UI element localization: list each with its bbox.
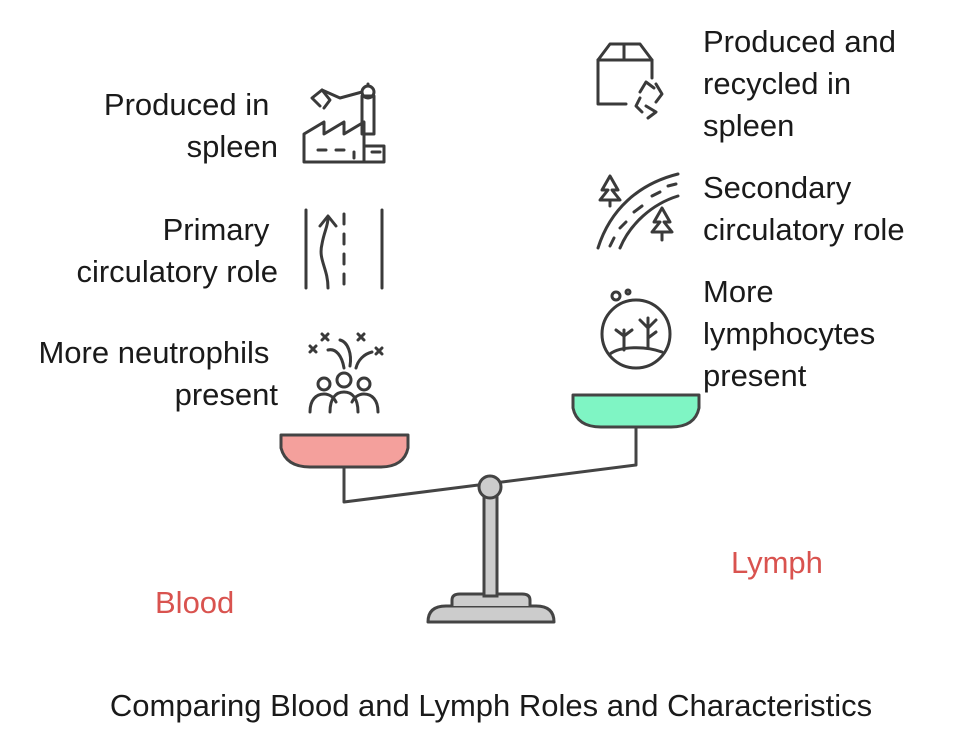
- blood-item-3-line-2: present: [175, 377, 279, 412]
- blood-item-1-line-2: spleen: [187, 129, 278, 164]
- svg-text:Secondary circulatory ro: Secondary circulatory role: [703, 170, 905, 247]
- people-group-icon: [308, 332, 384, 414]
- lymph-item-2-line-1: Secondary: [703, 170, 852, 205]
- blood-item-2-line-2: circulatory role: [76, 254, 278, 289]
- lymph-item-3-line-3: present: [703, 358, 807, 393]
- recycle-box-icon: [596, 42, 664, 120]
- winding-road-icon: [596, 172, 680, 250]
- blood-item-1-line-1: Produced in: [104, 87, 269, 122]
- lymph-item-2-line-2: circulatory role: [703, 212, 905, 247]
- blood-label: Blood: [155, 585, 234, 620]
- blood-item-neutrophils: More neutrophils present: [38, 332, 384, 414]
- cell-icon: [600, 288, 672, 370]
- svg-text:Produced in spleen: Produced in spleen: [104, 87, 278, 164]
- blood-item-3-line-1: More neutrophils: [38, 335, 269, 370]
- svg-text:More neutrophils present: More neutrophils present: [38, 335, 278, 412]
- scale-base: [426, 604, 556, 624]
- svg-text:Primary circulatory role: Primary circulatory role: [76, 212, 278, 289]
- lymph-pan: [571, 393, 701, 429]
- lymph-item-3-line-2: lymphocytes: [703, 316, 875, 351]
- factory-icon: [302, 82, 386, 164]
- lymph-item-spleen: Produced and recycled in spleen: [596, 24, 905, 143]
- scale-pivot: [477, 474, 503, 500]
- blood-item-spleen: Produced in spleen: [104, 82, 386, 164]
- lymph-item-lymphocytes: More lymphocytes present: [600, 274, 884, 393]
- blood-item-circulatory: Primary circulatory role: [76, 208, 384, 290]
- blood-pan: [279, 433, 410, 469]
- scale-post: [482, 488, 499, 598]
- lymph-item-1-line-3: spleen: [703, 108, 794, 143]
- road-icon: [304, 208, 384, 290]
- diagram-title: Comparing Blood and Lymph Roles and Char…: [110, 688, 872, 723]
- balance-scale: [279, 393, 701, 624]
- lymph-item-1-line-1: Produced and: [703, 24, 896, 59]
- lymph-label: Lymph: [731, 545, 823, 580]
- blood-item-2-line-1: Primary: [163, 212, 270, 247]
- lymph-item-1-line-2: recycled in: [703, 66, 851, 101]
- svg-text:More lymphocytes p: More lymphocytes present: [703, 274, 884, 393]
- lymph-item-3-line-1: More: [703, 274, 774, 309]
- svg-text:Produced and recycled in: Produced and recycled in spleen: [703, 24, 905, 143]
- lymph-item-circulatory: Secondary circulatory role: [596, 170, 905, 250]
